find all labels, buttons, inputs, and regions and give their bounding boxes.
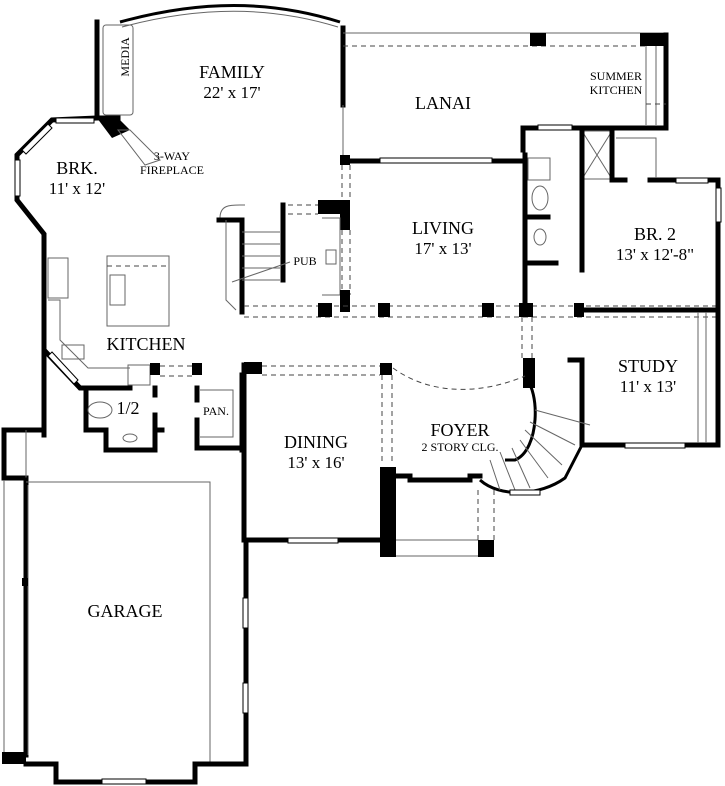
fireplace-line1: 3-WAY xyxy=(153,149,191,163)
fireplace-hearth xyxy=(97,118,130,138)
breakfast-label: BRK. 11' x 12' xyxy=(42,158,112,198)
media-label: MEDIA xyxy=(118,37,133,77)
pantry-name: PAN. xyxy=(203,404,229,418)
living-room-dimensions: 17' x 13' xyxy=(414,238,472,258)
dining-room-dimensions: 13' x 16' xyxy=(287,452,345,472)
media-cabinet xyxy=(102,24,134,116)
lanai-name: LANAI xyxy=(415,93,471,113)
dining-room-name: DINING xyxy=(284,432,348,452)
study-dimensions: 11' x 13' xyxy=(619,376,677,396)
garage-walls xyxy=(1,427,249,785)
pantry-label: PAN. xyxy=(201,404,231,419)
breakfast-dimensions: 11' x 12' xyxy=(48,178,106,198)
living-room-name: LIVING xyxy=(412,218,474,238)
lanai-outline xyxy=(340,32,669,164)
family-room-dimensions: 22' x 17' xyxy=(203,82,261,102)
family-room-label: FAMILY 22' x 17' xyxy=(190,62,274,102)
breakfast-kitchen-walls xyxy=(14,115,202,438)
fireplace-line2: FIREPLACE xyxy=(139,162,204,177)
study-walls xyxy=(521,307,721,449)
study-label: STUDY 11' x 13' xyxy=(605,356,691,396)
summer-kitchen-line2: KITCHEN xyxy=(589,82,643,97)
living-room-label: LIVING 17' x 13' xyxy=(398,218,488,258)
study-name: STUDY xyxy=(617,356,678,376)
summer-kitchen-line1: SUMMER xyxy=(589,69,642,83)
media-name: MEDIA xyxy=(118,37,133,77)
half-bath-name: 1/2 xyxy=(116,398,140,418)
kitchen-label: KITCHEN xyxy=(103,334,189,355)
foyer-name: FOYER xyxy=(430,420,490,440)
kitchen-island xyxy=(106,255,170,327)
half-bath-pantry-walls xyxy=(83,372,245,453)
summer-kitchen-label: SUMMER KITCHEN xyxy=(585,69,647,98)
family-room-name: FAMILY xyxy=(199,62,265,82)
pub-name: PUB xyxy=(293,254,317,268)
garage-name: GARAGE xyxy=(87,601,163,621)
lanai-label: LANAI xyxy=(408,93,478,114)
foyer-label: FOYER 2 STORY CLG. xyxy=(410,420,510,454)
bedroom2-name: BR. 2 xyxy=(633,224,676,244)
kitchen-name: KITCHEN xyxy=(106,334,186,354)
breakfast-name: BRK. xyxy=(56,158,98,178)
bedroom2-dimensions: 13' x 12'-8" xyxy=(615,244,695,264)
bedroom2-bath-walls xyxy=(520,125,722,313)
stair-pub-area xyxy=(216,165,351,315)
pub-label: PUB xyxy=(290,254,320,269)
foyer-ceiling-note: 2 STORY CLG. xyxy=(421,439,499,454)
dining-room-label: DINING 13' x 16' xyxy=(270,432,362,472)
half-bath-label: 1/2 xyxy=(113,398,143,419)
bedroom2-label: BR. 2 13' x 12'-8" xyxy=(605,224,705,264)
fireplace-label: 3-WAY FIREPLACE xyxy=(138,149,206,178)
garage-label: GARAGE xyxy=(80,601,170,622)
